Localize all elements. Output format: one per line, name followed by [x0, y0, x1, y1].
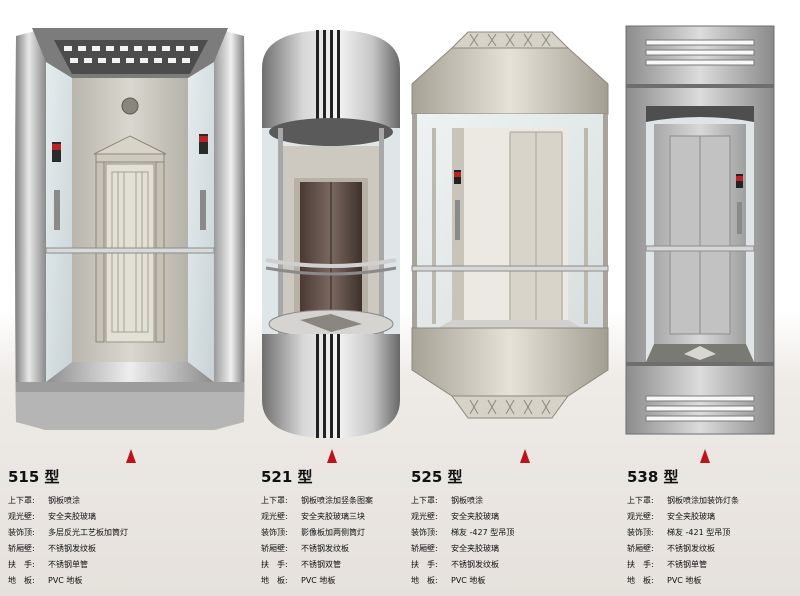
spec-label: 装饰顶:	[411, 528, 438, 537]
spec-row: 轿厢壁: 不锈钢发纹板	[627, 541, 797, 557]
spec-row: 观光壁: 安全夹胶玻璃	[411, 509, 601, 525]
model-title: 521 型	[261, 468, 313, 486]
spec-label: 扶 手:	[8, 560, 35, 569]
spec-label: 轿厢壁:	[411, 544, 438, 553]
spec-label: 观光壁:	[627, 512, 654, 521]
spec-label: 观光壁:	[261, 512, 288, 521]
spec-label: 扶 手:	[261, 560, 288, 569]
spec-row: 扶 手: 不锈钢单管	[8, 557, 198, 573]
spec-value: 不锈钢发纹板	[301, 544, 349, 553]
spec-row: 轿厢壁: 安全夹胶玻璃	[411, 541, 601, 557]
arrow-up-icon	[327, 449, 337, 463]
spec-row: 装饰顶: 多层反光工艺板加筒灯	[8, 525, 198, 541]
spec-row: 上下罩: 钢板喷涂加装饰灯条	[627, 493, 797, 509]
spec-row: 上下罩: 钢板喷涂	[8, 493, 198, 509]
spec-label: 装饰顶:	[627, 528, 654, 537]
spec-label: 装饰顶:	[8, 528, 35, 537]
model-title: 538 型	[627, 468, 679, 486]
spec-label: 上下罩:	[8, 496, 35, 505]
spec-row: 扶 手: 不锈钢发纹板	[411, 557, 601, 573]
spec-value: 不锈钢单管	[48, 560, 88, 569]
elevator-525-image	[411, 31, 609, 419]
spec-label: 地 板:	[627, 576, 654, 585]
spec-row: 地 板: PVC 地板	[627, 573, 797, 589]
product-caption-515: 515 型 上下罩: 钢板喷涂 观光壁: 安全夹胶玻璃 装饰顶: 多层反光工艺板加筒灯…	[8, 452, 198, 589]
spec-row: 地 板: PVC 地板	[261, 573, 451, 589]
spec-label: 扶 手:	[627, 560, 654, 569]
spec-label: 轿厢壁:	[8, 544, 35, 553]
spec-value: 不锈钢发纹板	[451, 560, 499, 569]
elevator-521-image	[262, 30, 400, 438]
spec-label: 地 板:	[261, 576, 288, 585]
spec-row: 扶 手: 不锈钢单管	[627, 557, 797, 573]
spec-value: PVC 地板	[48, 576, 83, 585]
spec-value: PVC 地板	[301, 576, 336, 585]
arrow-up-icon	[126, 449, 136, 463]
spec-row: 观光壁: 安全夹胶玻璃	[627, 509, 797, 525]
spec-list: 上下罩:钢板喷涂加竖条图案 观光壁:安全夹胶玻璃三块 装饰顶:影像板加两侧筒灯 …	[261, 493, 451, 589]
spec-label: 上下罩:	[411, 496, 438, 505]
spec-label: 轿厢壁:	[261, 544, 288, 553]
spec-value: 安全夹胶玻璃	[451, 512, 499, 521]
spec-label: 轿厢壁:	[627, 544, 654, 553]
spec-value: 安全夹胶玻璃	[451, 544, 499, 553]
spec-row: 装饰顶: 梯友 -427 型吊顶	[411, 525, 601, 541]
spec-row: 轿厢壁: 不锈钢发纹板	[8, 541, 198, 557]
spec-row: 观光壁: 安全夹胶玻璃三块	[261, 509, 451, 525]
spec-label: 观光壁:	[411, 512, 438, 521]
spec-value: 梯友 -421 型吊顶	[667, 528, 731, 537]
spec-row: 地 板: PVC 地板	[411, 573, 601, 589]
spec-row: 扶 手: 不锈钢双管	[261, 557, 451, 573]
spec-value: 影像板加两侧筒灯	[301, 528, 365, 537]
spec-value: 安全夹胶玻璃	[48, 512, 96, 521]
product-caption-538: 538 型 上下罩: 钢板喷涂加装饰灯条 观光壁: 安全夹胶玻璃 装饰顶: 梯友 -4…	[627, 452, 797, 589]
spec-row: 轿厢壁: 不锈钢发纹板	[261, 541, 451, 557]
elevator-538-image	[625, 25, 775, 435]
spec-value: 钢板喷涂	[451, 496, 483, 505]
spec-list: 上下罩: 钢板喷涂 观光壁: 安全夹胶玻璃 装饰顶: 梯友 -427 型吊顶 轿厢壁:…	[411, 493, 601, 589]
spec-row: 上下罩: 钢板喷涂加竖条图案	[261, 493, 451, 509]
spec-label: 上下罩:	[261, 496, 288, 505]
spec-list: 上下罩: 钢板喷涂 观光壁: 安全夹胶玻璃 装饰顶: 多层反光工艺板加筒灯 轿厢壁: 不…	[8, 493, 198, 589]
spec-label: 扶 手:	[411, 560, 438, 569]
spec-value: 安全夹胶玻璃三块	[301, 512, 365, 521]
spec-label: 地 板:	[411, 576, 438, 585]
product-caption-521: 521 型 上下罩: 钢板喷涂加竖条图案 观光壁: 安全夹胶玻璃三块 装饰顶: 影像板…	[261, 452, 451, 589]
spec-value: 钢板喷涂	[48, 496, 80, 505]
spec-row: 地 板: PVC 地板	[8, 573, 198, 589]
spec-list: 上下罩: 钢板喷涂加装饰灯条 观光壁: 安全夹胶玻璃 装饰顶: 梯友 -421 型吊顶…	[627, 493, 797, 589]
product-caption-525: 525 型 上下罩: 钢板喷涂 观光壁: 安全夹胶玻璃 装饰顶: 梯友 -427 型吊…	[411, 452, 601, 589]
spec-value: PVC 地板	[667, 576, 702, 585]
spec-value: 多层反光工艺板加筒灯	[48, 528, 128, 537]
spec-label: 装饰顶:	[261, 528, 288, 537]
model-title: 525 型	[411, 468, 463, 486]
spec-row: 观光壁: 安全夹胶玻璃	[8, 509, 198, 525]
spec-value: 安全夹胶玻璃	[667, 512, 715, 521]
model-title: 515 型	[8, 468, 60, 486]
spec-value: 不锈钢发纹板	[667, 544, 715, 553]
spec-value: 不锈钢双管	[301, 560, 341, 569]
spec-row: 装饰顶: 影像板加两侧筒灯	[261, 525, 451, 541]
spec-label: 上下罩:	[627, 496, 654, 505]
spec-value: 钢板喷涂加竖条图案	[301, 496, 373, 505]
spec-value: 不锈钢单管	[667, 560, 707, 569]
arrow-up-icon	[520, 449, 530, 463]
arrow-up-icon	[700, 449, 710, 463]
spec-value: 不锈钢发纹板	[48, 544, 96, 553]
spec-label: 观光壁:	[8, 512, 35, 521]
spec-value: PVC 地板	[451, 576, 486, 585]
spec-value: 梯友 -427 型吊顶	[451, 528, 515, 537]
elevator-515-image	[15, 28, 245, 430]
spec-value: 钢板喷涂加装饰灯条	[667, 496, 739, 505]
spec-label: 地 板:	[8, 576, 35, 585]
spec-row: 装饰顶: 梯友 -421 型吊顶	[627, 525, 797, 541]
spec-row: 上下罩: 钢板喷涂	[411, 493, 601, 509]
